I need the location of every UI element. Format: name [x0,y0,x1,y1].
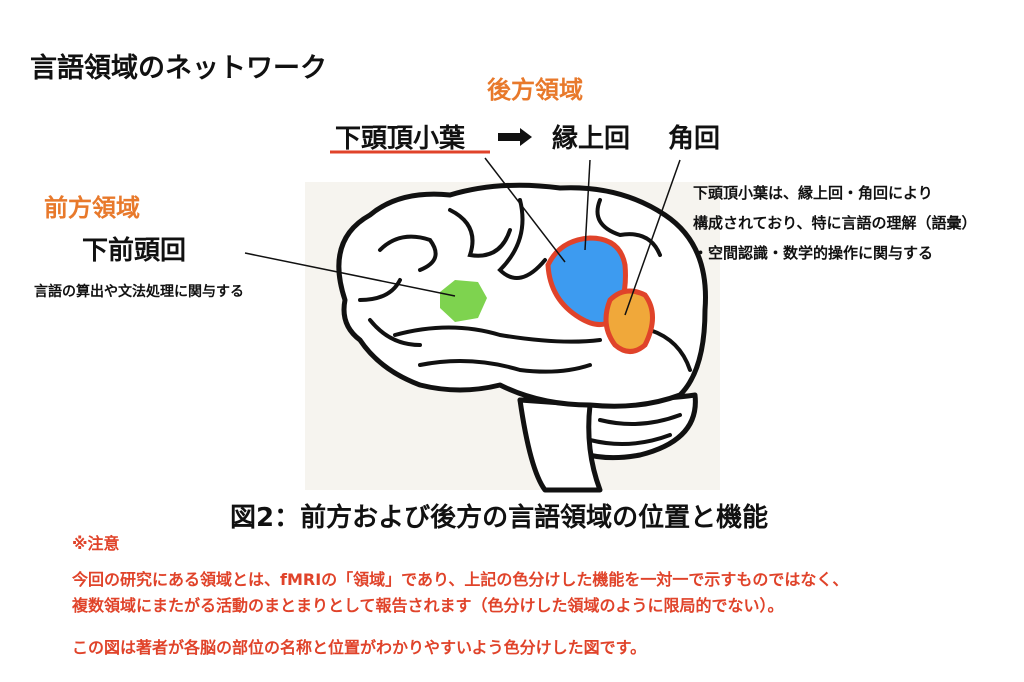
ifg-region [440,280,487,322]
anterior-heading: 前方領域 [44,194,140,222]
ag-region [603,288,655,354]
note-line: この図は著者が各脳の部位の名称と位置がわかりやすいよう色分けした図です。 [72,638,647,657]
label-ifg: 下前頭回 [82,236,187,266]
cerebellum-fold [588,433,672,446]
sulcus [497,198,547,280]
description-line: 下頭頂小葉は、縁上回・角回により [693,184,933,202]
posterior-heading: 後方領域 [487,76,583,104]
label-smg: 縁上回 [552,124,631,154]
cerebellum-fold [598,413,682,426]
sylvian-fissure [393,325,602,344]
sulcus [358,278,402,302]
figure-caption: 図2：前方および後方の言語領域の位置と機能 [230,503,769,533]
leader-line-ipl [484,157,566,263]
sulcus [595,198,662,257]
description-line: 構成されており、特に言語の理解（語彙） [693,214,977,232]
page-title: 言語領域のネットワーク [30,53,327,84]
description-line: ・空間認識・数学的操作に関与する [693,244,934,262]
sulcus [378,234,438,272]
posterior-description: 下頭頂小葉は、縁上回・角回により 構成されており、特に言語の理解（語彙） ・空間… [693,178,977,268]
label-ag: 角回 [668,124,721,154]
anterior-description: 言語の算出や文法処理に関与する [34,284,244,300]
arrow-right-icon [498,128,532,146]
sulcus [418,359,592,374]
leader-line-ifg [244,252,456,297]
sulcus [448,208,512,258]
brainstem [517,397,603,493]
sulcus [648,328,692,372]
note-heading: ※注意 [72,534,120,553]
label-ipl: 下頭頂小葉 [335,124,466,154]
leader-line-smg [584,159,591,251]
note-line: 複数領域にまたがる活動のまとまりとして報告されます（色分けした領域のように限局的… [72,596,784,615]
leader-line-ag [624,159,681,316]
sulcus [368,318,422,347]
note-line: 今回の研究にある領域とは、fMRIの「領域」であり、上記の色分けした機能を一対一… [72,570,849,589]
